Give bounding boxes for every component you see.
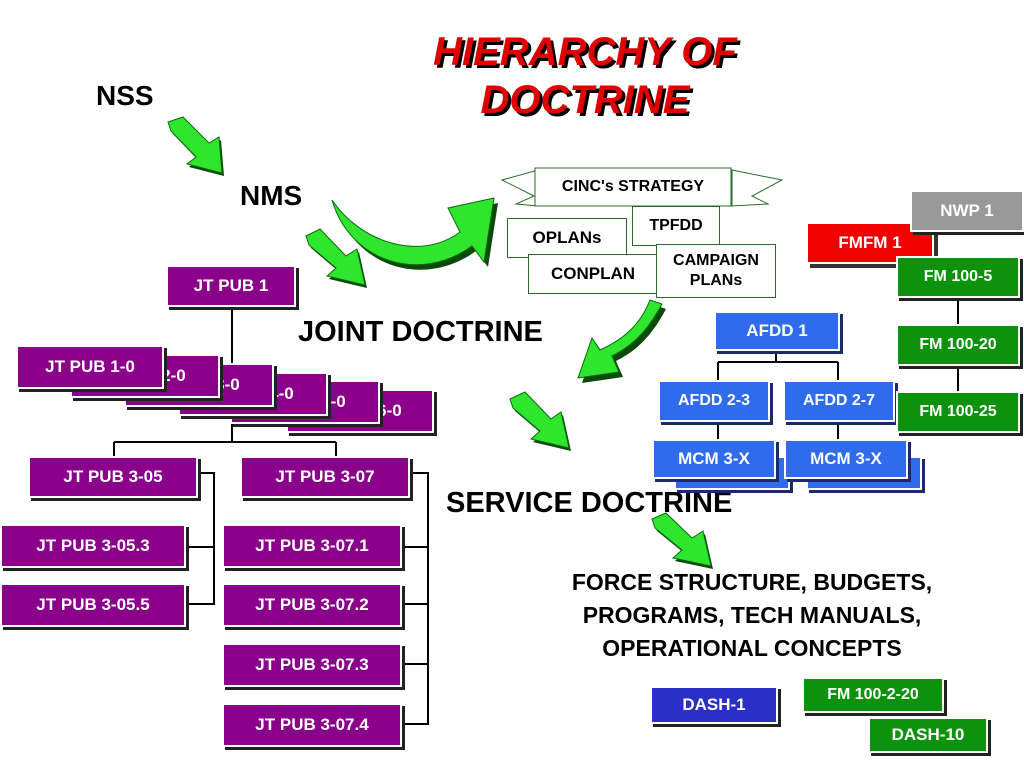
- afdd-2-3-box: AFDD 2-3: [658, 380, 770, 422]
- page-title: HIERARCHY OF DOCTRINE: [370, 28, 800, 124]
- arrow-nss-to-nms: [167, 116, 224, 176]
- arrow-nms-to-strategy: [331, 197, 498, 270]
- jt-pub-3-07-1-box: JT PUB 3-07.1: [222, 524, 402, 568]
- mcm-3-x-box-2: MCM 3-X: [784, 439, 908, 479]
- title-line-2: DOCTRINE: [480, 78, 690, 122]
- outputs-line-2: PROGRAMS, TECH MANUALS,: [582, 602, 922, 628]
- oplans-box: OPLANs: [507, 218, 627, 258]
- fm-100-2-20-box: FM 100-2-20: [802, 677, 944, 713]
- jt-pub-3-05-5-box: JT PUB 3-05.5: [0, 583, 186, 627]
- jt-pub-3-07-2-box: JT PUB 3-07.2: [222, 583, 402, 627]
- cinc-banner: [500, 167, 784, 207]
- jt-pub-3-05-box: JT PUB 3-05: [28, 456, 198, 498]
- joint-doctrine-label: JOINT DOCTRINE: [298, 316, 543, 348]
- outputs-line-1: FORCE STRUCTURE, BUDGETS,: [571, 569, 933, 595]
- campaign-plans-box: CAMPAIGN PLANs: [656, 244, 776, 298]
- jt-pub-1-0-box: JT PUB 1-0: [16, 345, 164, 389]
- jt-pub-1-box: JT PUB 1: [166, 265, 296, 307]
- nms-label: NMS: [240, 180, 303, 211]
- cinc-strategy-label: CINC's STRATEGY: [561, 178, 705, 195]
- jt-pub-3-07-3-box: JT PUB 3-07.3: [222, 643, 402, 687]
- campaign-line-2: PLANs: [689, 272, 743, 289]
- afdd-connectors: [717, 350, 839, 440]
- fm-100-5-box: FM 100-5: [896, 256, 1020, 298]
- outputs-line-3: OPERATIONAL CONCEPTS: [602, 635, 902, 661]
- title-line-1: HIERARCHY OF: [433, 30, 737, 74]
- fm-100-25-box: FM 100-25: [896, 391, 1020, 433]
- fm-100-20-box: FM 100-20: [896, 324, 1020, 366]
- dash-10-box: DASH-10: [868, 717, 988, 753]
- dash-1-box: DASH-1: [650, 686, 778, 724]
- jt-pub-3-07-box: JT PUB 3-07: [240, 456, 410, 498]
- arrow-service-to-outputs: [651, 512, 713, 569]
- mcm-3-x-box-1: MCM 3-X: [652, 439, 776, 479]
- arrow-strategy-to-joint: [577, 299, 666, 383]
- conplan-box: CONPLAN: [528, 254, 658, 294]
- outputs-label: FORCE STRUCTURE, BUDGETS, PROGRAMS, TECH…: [510, 566, 994, 665]
- afdd-2-7-box: AFDD 2-7: [783, 380, 895, 422]
- campaign-line-1: CAMPAIGN: [673, 252, 759, 269]
- afdd-1-box: AFDD 1: [714, 311, 840, 351]
- arrow-nms-to-joint: [305, 228, 367, 288]
- nss-label: NSS: [96, 80, 154, 111]
- jt-pub-3-07-4-box: JT PUB 3-07.4: [222, 703, 402, 747]
- service-doctrine-label: SERVICE DOCTRINE: [446, 487, 733, 519]
- tpfdd-box: TPFDD: [632, 206, 720, 246]
- jt-pub-3-05-3-box: JT PUB 3-05.3: [0, 524, 186, 568]
- arrow-joint-to-service: [509, 391, 571, 451]
- nwp-1-box: NWP 1: [910, 190, 1024, 232]
